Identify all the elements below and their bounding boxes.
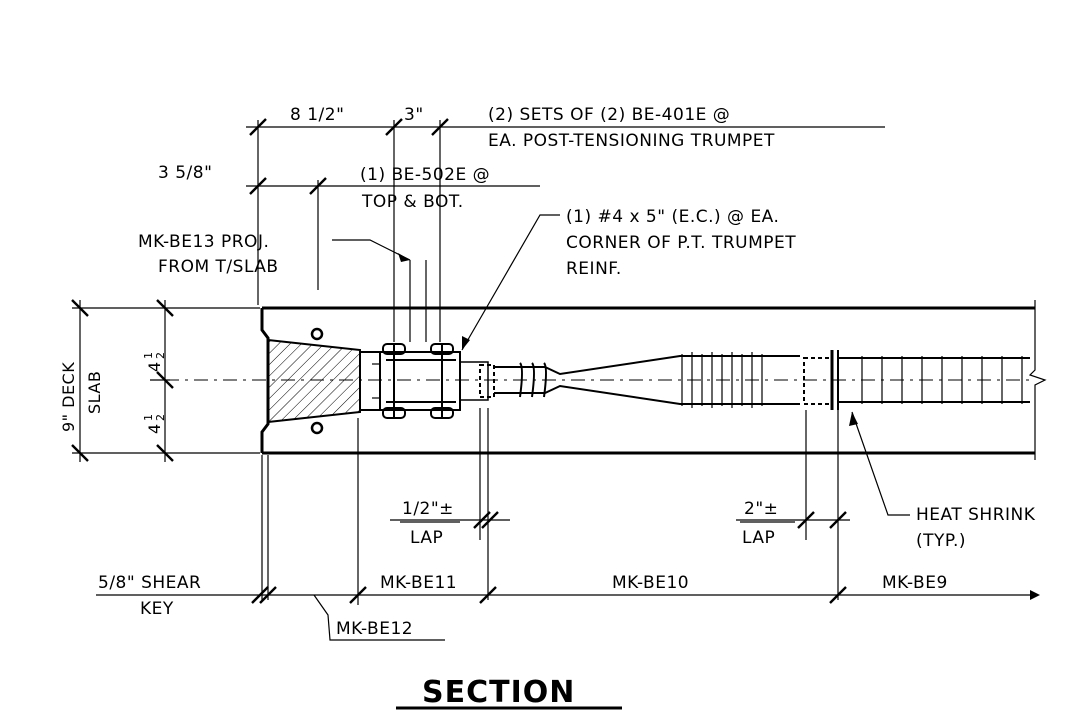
note-bar-line2: CORNER OF P.T. TRUMPET <box>566 233 796 253</box>
trumpet-clamps <box>360 343 495 419</box>
label-mk-be11: MK-BE11 <box>380 573 457 593</box>
svg-text:4: 4 <box>145 423 164 434</box>
svg-text:1: 1 <box>142 352 155 360</box>
half-top-label: 4 1 2 <box>142 352 167 373</box>
deck-slab-label-2: SLAB <box>85 371 104 414</box>
note-be502-line1: (1) BE-502E @ <box>360 165 490 185</box>
svg-text:4: 4 <box>145 361 164 372</box>
leaders <box>313 214 910 641</box>
note-mk13-line2: FROM T/SLAB <box>158 257 279 277</box>
deck-slab-label-1: 9" DECK <box>59 362 78 432</box>
dim-3: 3" <box>404 105 424 125</box>
shear-key-line2: KEY <box>140 599 174 619</box>
anchor-casting <box>267 327 361 435</box>
bottom-dimensions <box>96 418 1040 605</box>
svg-text:2: 2 <box>154 414 167 422</box>
lap-dimensions <box>390 408 850 600</box>
dim-8-1-2: 8 1/2" <box>290 105 344 125</box>
lap-two-label: 2"± <box>744 499 778 519</box>
shear-key-line1: 5/8" SHEAR <box>98 573 201 593</box>
note-bar-line1: (1) #4 x 5" (E.C.) @ EA. <box>566 207 779 227</box>
note-heat-line1: HEAT SHRINK <box>916 505 1036 525</box>
pt-trumpet <box>494 350 1030 410</box>
note-bar-line3: REINF. <box>566 259 622 279</box>
svg-text:2: 2 <box>154 352 167 360</box>
lap-two-word: LAP <box>742 528 775 548</box>
top-dimensions <box>246 118 885 342</box>
lap-half-label: 1/2"± <box>402 499 454 519</box>
note-heat-line2: (TYP.) <box>916 531 966 551</box>
svg-text:1: 1 <box>142 414 155 422</box>
label-mk-be9: MK-BE9 <box>882 573 948 593</box>
note-mk13-line1: MK-BE13 PROJ. <box>138 232 269 252</box>
note-be502-line2: TOP & BOT. <box>361 192 464 212</box>
label-mk-be10: MK-BE10 <box>612 573 689 593</box>
left-dimensions <box>71 299 260 462</box>
note-be401-line2: EA. POST-TENSIONING TRUMPET <box>488 131 775 151</box>
dim-3-5-8: 3 5/8" <box>158 163 212 183</box>
note-be401-line1: (2) SETS OF (2) BE-401E @ <box>488 105 730 125</box>
label-mk-be12: MK-BE12 <box>336 619 413 639</box>
half-bottom-label: 4 1 2 <box>142 414 167 435</box>
lap-half-word: LAP <box>410 528 443 548</box>
section-title: SECTION <box>422 675 575 710</box>
